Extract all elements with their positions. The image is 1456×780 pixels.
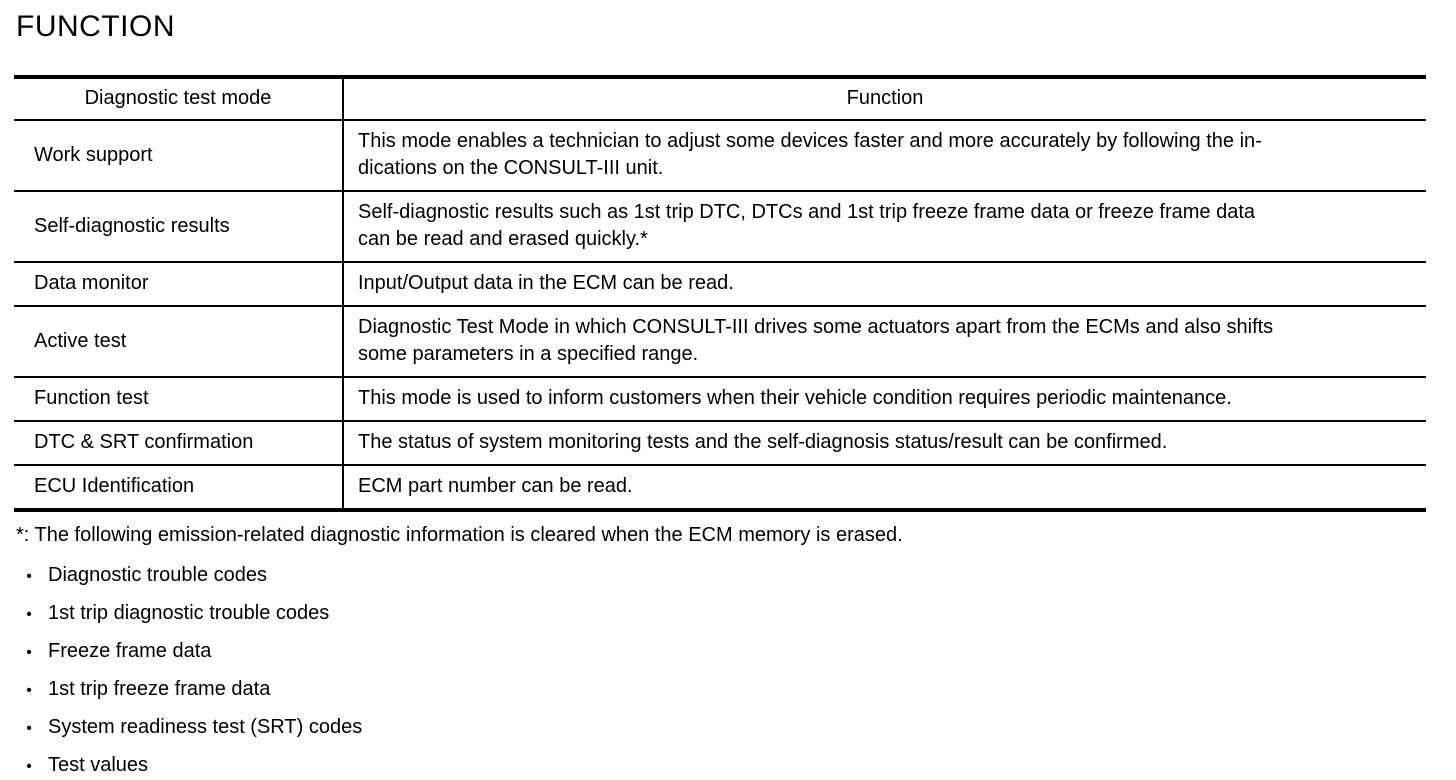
table-row: Data monitor Input/Output data in the EC…: [14, 262, 1426, 307]
list-item-label: 1st trip diagnostic trouble codes: [48, 602, 330, 624]
column-header-function: Function: [343, 77, 1426, 121]
column-header-diagnostic-test-mode: Diagnostic test mode: [14, 77, 344, 121]
mode-cell: Function test: [14, 377, 344, 422]
function-cell: This mode is used to inform customers wh…: [343, 377, 1426, 422]
bullet-list: • Diagnostic trouble codes • 1st trip di…: [14, 562, 1426, 780]
mode-cell: ECU Identification: [14, 465, 344, 511]
mode-cell: DTC & SRT confirmation: [14, 421, 344, 466]
list-item-label: Freeze frame data: [48, 640, 212, 662]
table-header-row: Diagnostic test mode Function: [14, 77, 1426, 121]
list-item: • Diagnostic trouble codes: [22, 562, 1426, 590]
mode-cell: Active test: [14, 306, 344, 378]
table-row: ECU Identification ECM part number can b…: [14, 465, 1426, 511]
function-cell: Diagnostic Test Mode in which CONSULT-II…: [343, 306, 1426, 378]
footnote: *: The following emission-related diagno…: [16, 524, 903, 546]
table-row: Work support This mode enables a technic…: [14, 120, 1426, 192]
list-item-label: 1st trip freeze frame data: [48, 678, 271, 700]
list-item: • System readiness test (SRT) codes: [22, 714, 1426, 742]
list-item: • 1st trip freeze frame data: [22, 676, 1426, 704]
bullet-icon: •: [26, 568, 32, 585]
table-row: Function test This mode is used to infor…: [14, 377, 1426, 422]
mode-cell: Work support: [14, 120, 344, 192]
list-item: • Test values: [22, 752, 1426, 780]
diagnostic-function-table: Diagnostic test mode Function Work suppo…: [14, 75, 1426, 512]
table-row: Active test Diagnostic Test Mode in whic…: [14, 306, 1426, 378]
mode-cell: Self-diagnostic results: [14, 191, 344, 263]
function-cell: Self-diagnostic results such as 1st trip…: [343, 191, 1426, 263]
bullet-icon: •: [26, 682, 32, 699]
function-cell: ECM part number can be read.: [343, 465, 1426, 511]
table-row: DTC & SRT confirmation The status of sys…: [14, 421, 1426, 466]
function-cell: Input/Output data in the ECM can be read…: [343, 262, 1426, 307]
list-item-label: System readiness test (SRT) codes: [48, 716, 363, 738]
table-row: Self-diagnostic results Self-diagnostic …: [14, 191, 1426, 263]
list-item: • Freeze frame data: [22, 638, 1426, 666]
mode-cell: Data monitor: [14, 262, 344, 307]
list-item-label: Test values: [48, 754, 149, 776]
page-title: FUNCTION: [16, 10, 175, 43]
list-item: • 1st trip diagnostic trouble codes: [22, 600, 1426, 628]
function-cell: The status of system monitoring tests an…: [343, 421, 1426, 466]
bullet-icon: •: [26, 720, 32, 737]
bullet-icon: •: [26, 758, 32, 775]
function-cell: This mode enables a technician to adjust…: [343, 120, 1426, 192]
bullet-icon: •: [26, 606, 32, 623]
bullet-icon: •: [26, 644, 32, 661]
list-item-label: Diagnostic trouble codes: [48, 564, 268, 586]
